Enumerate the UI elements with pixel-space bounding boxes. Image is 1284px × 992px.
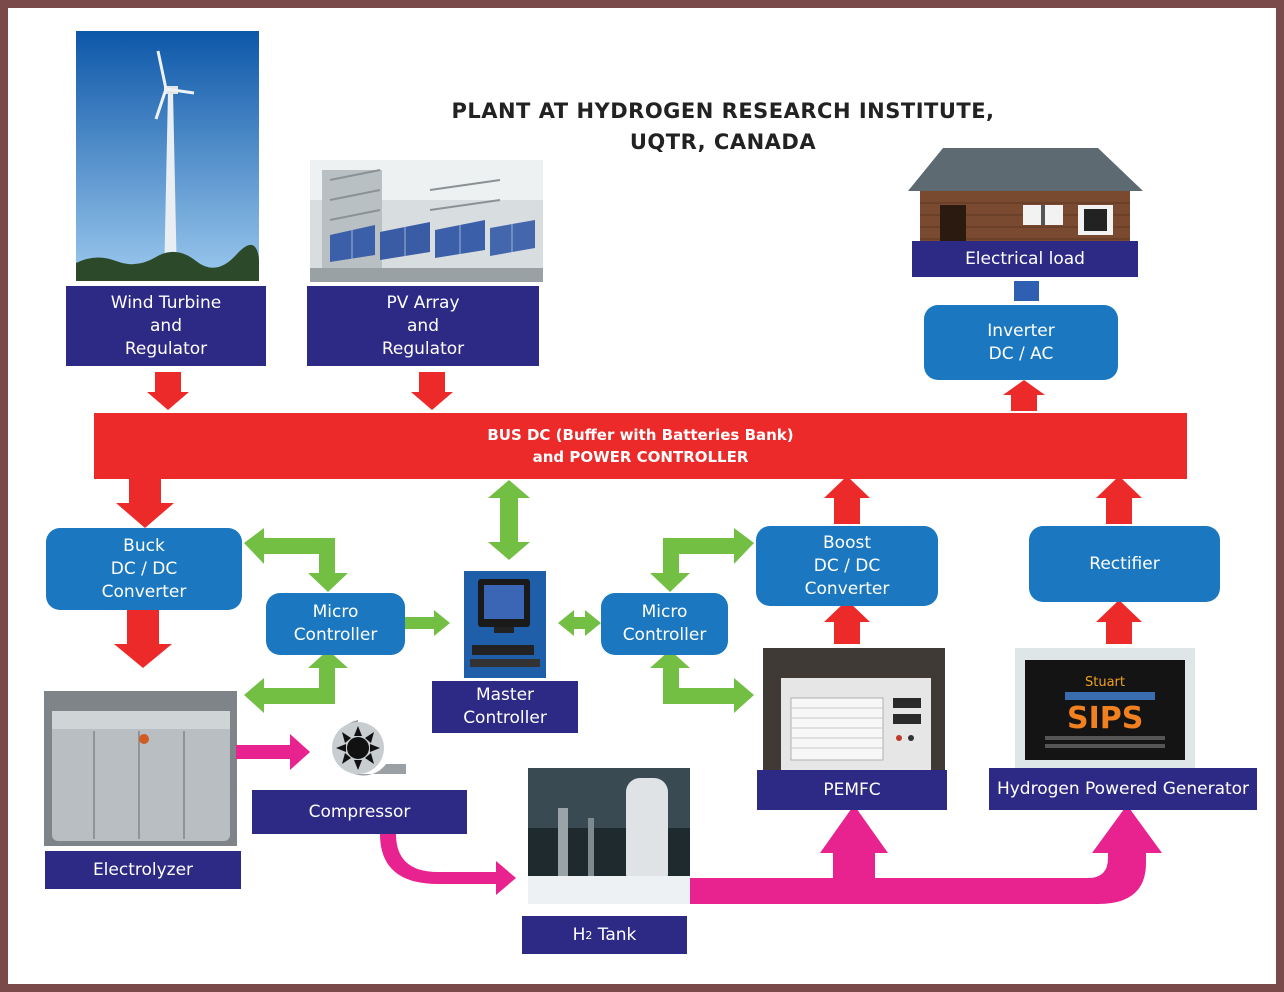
power-arrows: [114, 372, 1142, 668]
boost-line-3: Converter: [804, 578, 890, 599]
boost-converter-box: Boost DC / DC Converter: [756, 526, 938, 606]
pemfc-photo: [763, 648, 945, 781]
arrow-micro-master-right: [558, 610, 601, 636]
arrow-wind-to-bus: [147, 372, 189, 410]
arrow-buck-micro: [244, 528, 348, 592]
micro-right-line-2: Controller: [622, 625, 707, 645]
arrow-micro-boost: [650, 528, 754, 592]
buck-line-1: Buck: [123, 535, 165, 556]
arrow-bus-to-buck: [116, 479, 174, 528]
dc-bus-power-controller: BUS DC (Buffer with Batteries Bank) and …: [94, 413, 1187, 479]
electrolyzer-label: Electrolyzer: [45, 851, 241, 889]
micro-controller-left-box: Micro Controller: [266, 593, 405, 655]
buck-line-2: DC / DC: [110, 558, 178, 579]
boost-line-1: Boost: [823, 532, 871, 553]
arrows-layer: [114, 372, 1162, 904]
arrow-pv-to-bus: [411, 372, 453, 410]
master-controller-label: Master Controller: [432, 681, 578, 733]
arrow-pemfc-to-boost: [824, 600, 870, 644]
generator-logo-text: SIPS: [1067, 701, 1143, 736]
compressor-label: Compressor: [252, 790, 467, 834]
hydrogen-arrows: [236, 734, 1162, 904]
inverter-box: Inverter DC / AC: [924, 305, 1118, 380]
house-photo: [898, 143, 1148, 248]
arrow-electrolyzer-to-compressor: [236, 734, 310, 770]
h2-tank-prefix: H: [572, 924, 586, 945]
arrow-micro-pemfc: [650, 650, 754, 713]
pv-label-line-1: PV Array: [386, 292, 460, 313]
arrow-micro-master-left: [380, 610, 450, 636]
wind-turbine-label: Wind Turbine and Regulator: [66, 286, 266, 366]
compressor-icon: [314, 716, 410, 782]
arrow-buck-to-electrolyzer: [114, 610, 172, 668]
arrow-tank-to-generator: [875, 805, 1162, 904]
bus-label-line-2: and POWER CONTROLLER: [532, 448, 749, 466]
boost-line-2: DC / DC: [813, 555, 881, 576]
diagram-title: PLANT AT HYDROGEN RESEARCH INSTITUTE, UQ…: [388, 96, 1058, 158]
arrow-micro-electrolyzer: [244, 650, 348, 713]
arrow-compressor-to-tank: [380, 834, 516, 895]
wind-label-line-1: Wind Turbine: [110, 292, 222, 313]
pv-label-line-2: and: [407, 315, 439, 336]
micro-left-line-2: Controller: [293, 625, 378, 645]
load-connector: [1014, 281, 1039, 301]
wind-label-line-2: and: [150, 315, 182, 336]
arrow-rectifier-to-bus: [1096, 476, 1142, 524]
pv-array-label: PV Array and Regulator: [307, 286, 539, 366]
arrow-tank-to-pemfc: [690, 805, 888, 904]
arrow-bus-to-inverter: [1003, 380, 1045, 411]
pemfc-label: PEMFC: [757, 770, 947, 810]
generator-brand-text: Stuart: [1085, 675, 1125, 690]
master-label-line-1: Master: [475, 685, 535, 705]
micro-left-line-1: Micro: [312, 602, 359, 622]
arrow-boost-to-bus: [824, 476, 870, 524]
master-controller-photo: [464, 571, 546, 678]
inverter-line-1: Inverter: [987, 320, 1055, 341]
title-line-1: PLANT AT HYDROGEN RESEARCH INSTITUTE,: [451, 99, 995, 123]
generator-label: Hydrogen Powered Generator: [989, 768, 1257, 810]
pv-array-photo: [310, 160, 543, 282]
h2-tank-subscript: 2: [585, 928, 593, 942]
micro-right-line-1: Micro: [641, 602, 688, 622]
inverter-line-2: DC / AC: [988, 343, 1054, 364]
arrow-generator-to-rectifier: [1096, 600, 1142, 644]
buck-converter-box: Buck DC / DC Converter: [46, 528, 242, 610]
master-label-line-2: Controller: [463, 708, 547, 728]
micro-controller-right-box: Micro Controller: [601, 593, 728, 655]
h2-tank-photo: [528, 768, 690, 904]
control-arrows: [244, 480, 754, 713]
h2-tank-suffix: Tank: [592, 924, 637, 945]
electrolyzer-photo: [44, 691, 237, 846]
diagram-canvas: PLANT AT HYDROGEN RESEARCH INSTITUTE, UQ…: [8, 8, 1276, 984]
electrical-load-label: Electrical load: [912, 241, 1138, 277]
generator-photo: Stuart SIPS: [1015, 648, 1195, 768]
buck-line-3: Converter: [101, 581, 187, 602]
rectifier-box: Rectifier: [1029, 526, 1220, 602]
pv-label-line-3: Regulator: [381, 338, 465, 359]
wind-turbine-photo: [76, 31, 259, 281]
bus-label-line-1: BUS DC (Buffer with Batteries Bank): [487, 426, 794, 444]
wind-label-line-3: Regulator: [124, 338, 208, 359]
arrow-bus-master: [488, 480, 530, 560]
title-line-2: UQTR, CANADA: [629, 130, 817, 154]
